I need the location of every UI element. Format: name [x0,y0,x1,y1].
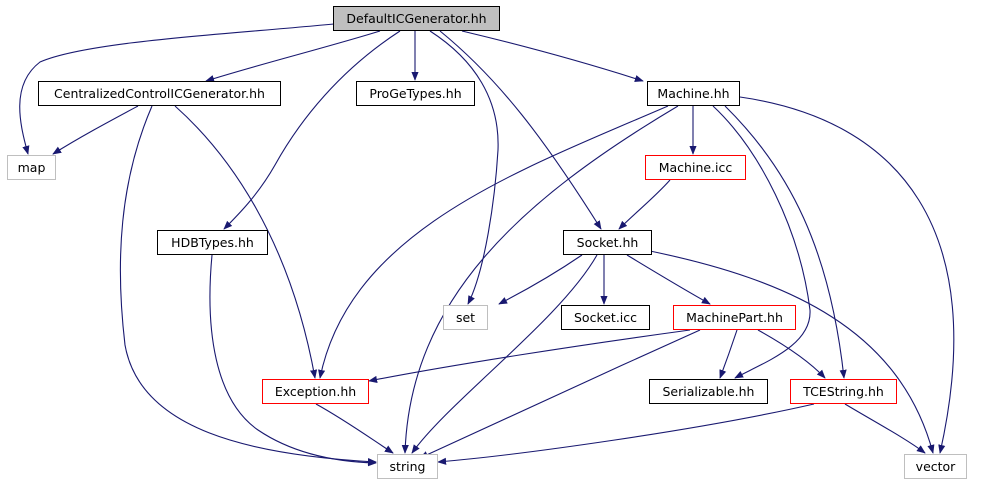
node-string: string [377,454,438,479]
edge-TCEString-to-vector [844,403,926,454]
node-box [790,379,897,404]
node-box [38,81,281,106]
edge-SocketHH-to-set [498,254,583,305]
node-MachineIcc[interactable]: Machine.icc [645,155,746,180]
node-ProGeTypes[interactable]: ProGeTypes.hh [356,81,475,106]
node-MachinePart[interactable]: MachinePart.hh [673,305,796,330]
node-Serializable[interactable]: Serializable.hh [649,379,768,404]
node-box [673,305,796,330]
node-box [356,81,475,106]
node-label: DefaultICGenerator.hh [346,11,486,26]
edge-SocketHH-to-MachinePart [626,254,711,305]
edge-MachinePart-to-string [419,329,701,459]
node-layer: DefaultICGenerator.hhCentralizedControlI… [7,6,967,479]
edge-MachinePart-to-Exception [368,329,691,383]
edge-MachineHH-to-Serializable [712,105,811,379]
node-box [333,6,500,31]
node-set: set [443,305,488,330]
edge-MachineHH-to-string [401,105,679,454]
node-box [563,230,652,255]
node-label: HDBTypes.hh [171,235,254,250]
edge-SocketHH-to-string [411,254,598,454]
node-label: MachinePart.hh [686,310,783,325]
edge-layer [19,22,955,467]
edge-DefaultICGenerator-to-MachineHH [461,30,644,82]
edge-DefaultICGenerator-to-map [19,22,344,155]
node-map: map [7,155,56,180]
edge-SocketHH-to-vector [649,250,935,454]
node-label: map [18,160,46,175]
node-label: Exception.hh [275,384,356,399]
edge-MachineHH-to-vector [739,96,955,454]
edge-DefaultICGenerator-to-HDBTypes [223,30,401,230]
edge-MachineIcc-to-SocketHH [618,179,671,230]
node-vector: vector [904,454,967,479]
node-box [7,155,56,180]
node-label: set [456,310,475,325]
edge-TCEString-to-string [437,403,815,465]
node-Exception[interactable]: Exception.hh [262,379,369,404]
node-box [647,81,740,106]
node-label: Socket.hh [577,235,639,250]
node-label: string [390,459,426,474]
node-SocketHH[interactable]: Socket.hh [563,230,652,255]
edge-DefaultICGenerator-to-set [429,30,499,305]
node-CentralizedControlICGenerator[interactable]: CentralizedControlICGenerator.hh [38,81,281,106]
node-label: Socket.icc [574,310,637,325]
node-HDBTypes[interactable]: HDBTypes.hh [157,230,268,255]
node-box [649,379,768,404]
node-label: Serializable.hh [663,384,755,399]
edge-MachineHH-to-TCEString [724,105,847,379]
node-label: CentralizedControlICGenerator.hh [54,86,265,101]
node-box [561,305,650,330]
edge-MachinePart-to-TCEString [757,329,826,379]
node-label: TCEString.hh [802,384,884,399]
node-box [443,305,488,330]
edge-CentralizedControlICGenerator-to-map [52,105,139,155]
edge-MachineHH-to-Exception [318,105,669,379]
node-SocketIcc[interactable]: Socket.icc [561,305,650,330]
edge-MachinePart-to-Serializable [719,329,738,379]
node-box [904,454,967,479]
node-MachineHH[interactable]: Machine.hh [647,81,740,106]
node-box [377,454,438,479]
node-label: ProGeTypes.hh [369,86,461,101]
edge-Exception-to-string [315,403,394,454]
node-box [262,379,369,404]
node-label: vector [916,459,957,474]
edge-DefaultICGenerator-to-SocketHH [439,30,602,230]
node-box [157,230,268,255]
node-box [645,155,746,180]
edge-DefaultICGenerator-to-CentralizedControlICGenerator [205,30,381,83]
edge-CentralizedControlICGenerator-to-Exception [174,105,318,379]
node-TCEString[interactable]: TCEString.hh [790,379,897,404]
node-DefaultICGenerator[interactable]: DefaultICGenerator.hh [333,6,500,31]
edge-CentralizedControlICGenerator-to-string [119,105,377,466]
edge-HDBTypes-to-string [209,254,377,467]
node-label: Machine.hh [657,86,729,101]
node-label: Machine.icc [659,160,733,175]
